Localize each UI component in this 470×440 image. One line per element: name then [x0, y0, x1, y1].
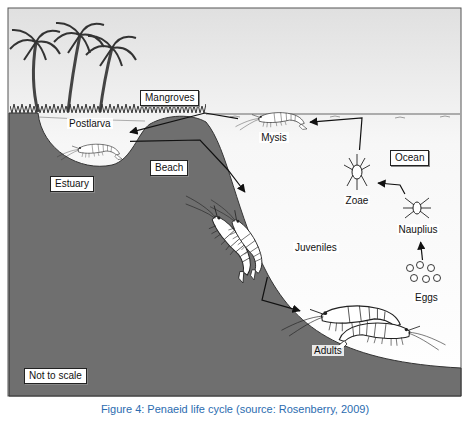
- life-stage: Eggs: [400, 260, 450, 306]
- nauplius-larva: [403, 198, 431, 218]
- label-holder: Mysis: [238, 132, 310, 144]
- sea-surface: [206, 114, 460, 115]
- node-label: Mangroves: [145, 91, 194, 105]
- life-stage: Juveniles: [205, 192, 350, 277]
- label-holder: Eggs: [413, 292, 440, 304]
- life-stage: Nauplius: [392, 194, 444, 242]
- life-stage: Postlarva: [55, 118, 130, 166]
- life-cycle-arrow: [262, 277, 300, 311]
- habitat-box: Mangroves: [140, 90, 199, 106]
- label-holder: Zoae: [336, 195, 378, 207]
- habitat-box: Estuary: [50, 176, 94, 192]
- zoea-larva: [344, 154, 370, 190]
- life-stage: Adults: [300, 295, 425, 362]
- label-holder: Juveniles: [293, 242, 339, 254]
- adult-shrimp: [335, 323, 446, 350]
- habitat-box: Not to scale: [24, 368, 87, 384]
- palm-crown: [86, 36, 136, 66]
- label-holder: Adults: [312, 345, 344, 357]
- life-cycle-arrow: [310, 118, 362, 150]
- stage-label: Postlarva: [67, 118, 113, 129]
- figure-frame: [8, 8, 461, 396]
- habitat-box: Beach: [150, 160, 188, 176]
- stage-label: Juveniles: [293, 242, 339, 253]
- stage-label: Adults: [312, 345, 344, 356]
- stage-label: Mysis: [259, 132, 289, 143]
- stage-label: Eggs: [413, 292, 440, 303]
- life-stage: Zoae: [336, 150, 378, 212]
- stage-label: Zoae: [344, 195, 371, 206]
- node-label: Not to scale: [29, 369, 82, 383]
- mysis-shrimp: [236, 112, 308, 130]
- egg-cluster: [407, 262, 441, 283]
- juvenile-shrimp: [207, 191, 272, 281]
- life-cycle-arrow: [130, 113, 238, 132]
- life-cycle-arrow: [378, 183, 405, 194]
- node-label: Ocean: [395, 151, 424, 165]
- life-cycle-arrow: [130, 140, 245, 192]
- life-stage: Mysis: [238, 106, 310, 144]
- postlarva-shrimp: [57, 144, 122, 160]
- figure-caption: Figure 4: Penaeid life cycle (source: Ro…: [0, 403, 470, 415]
- seafloor-land: [9, 113, 461, 396]
- life-cycle-arrow: [421, 242, 423, 260]
- stage-label: Nauplius: [397, 224, 440, 235]
- node-label: Beach: [155, 161, 183, 175]
- label-holder: Nauplius: [392, 224, 444, 236]
- label-holder: Postlarva: [67, 118, 113, 130]
- palm-crown: [10, 30, 60, 60]
- node-label: Estuary: [55, 177, 89, 191]
- habitat-box: Ocean: [390, 150, 429, 166]
